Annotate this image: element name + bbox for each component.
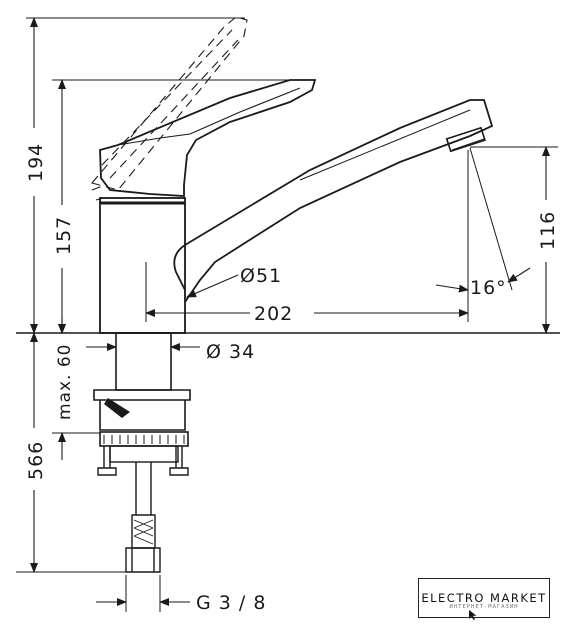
- label-194: 194: [25, 143, 47, 182]
- label-202: 202: [254, 303, 293, 325]
- label-566: 566: [25, 441, 47, 480]
- label-34: Ø 34: [206, 341, 255, 363]
- label-116: 116: [537, 211, 559, 250]
- spout: [173, 99, 494, 303]
- label-157: 157: [53, 216, 75, 255]
- label-51: Ø51: [240, 265, 282, 287]
- lever-handle: [99, 79, 317, 197]
- cursor-arrow-icon: [469, 610, 477, 620]
- mounting-flange: [93, 389, 191, 431]
- label-max60: max. 60: [55, 344, 75, 420]
- lever-swing-dashed-outline: [91, 16, 248, 201]
- shank: [115, 332, 172, 391]
- label-thread: G 3 / 8: [196, 592, 266, 614]
- electro-market-logo: ELECTRO MARKET ИНТЕРНЕТ-МАГАЗИН: [418, 578, 550, 618]
- leader-51: [186, 274, 239, 298]
- label-16-degrees: 16°: [470, 277, 507, 299]
- logo-subtitle: ИНТЕРНЕТ-МАГАЗИН: [449, 604, 519, 610]
- mounting-bolts: [97, 446, 189, 476]
- logo-title: ELECTRO MARKET: [421, 591, 547, 605]
- aerator: [445, 126, 486, 153]
- dim-angle-16: [435, 284, 469, 293]
